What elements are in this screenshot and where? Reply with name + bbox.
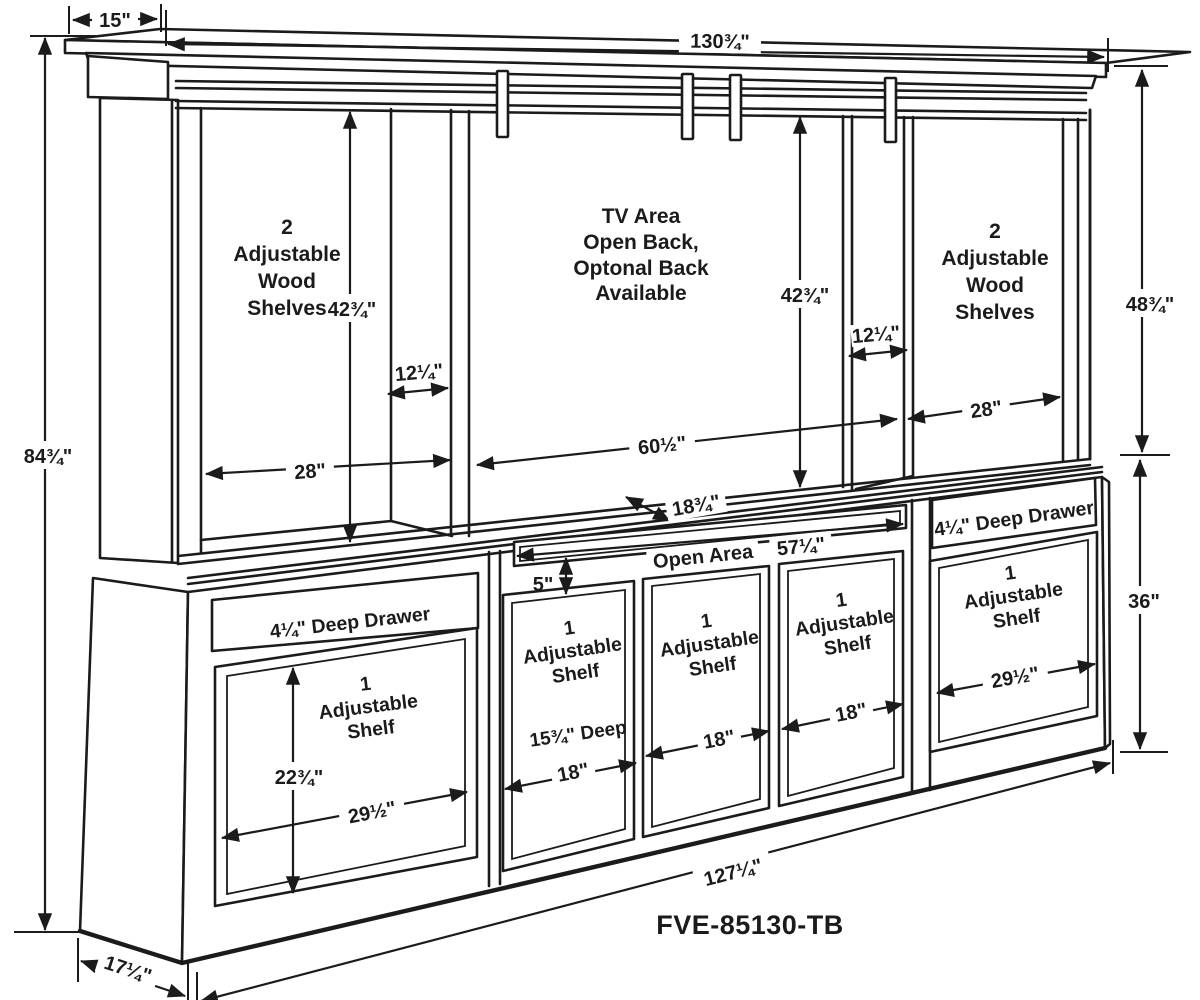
- dim-shelf-width-right-label: 28": [969, 397, 1003, 423]
- right-shelves-line-2: Adjustable: [941, 247, 1048, 270]
- tv-area-line-2: Open Back,: [583, 231, 699, 254]
- dim-shelf-width-right: 28": [960, 391, 1012, 425]
- dim-hutch-height: 48¾": [1117, 289, 1183, 317]
- bottom-ticks: [77, 740, 1114, 1000]
- dim-overall-height: 84¾": [14, 441, 82, 469]
- dim-shelf-height-left: 42¾": [320, 294, 384, 322]
- door1-line-1: 1: [562, 617, 576, 640]
- dim-shelf-depth-left-label: 12¼": [394, 360, 444, 386]
- dim-shelf-height-right-label: 42¾": [781, 285, 829, 307]
- left-shelves-line-1: 2: [281, 216, 293, 239]
- left-door: [213, 626, 479, 908]
- right-shelves-line-3: Wood: [966, 274, 1024, 297]
- dim-left-door-height-label: 22¾": [275, 767, 323, 789]
- right-drawer-front: [930, 476, 1098, 550]
- middle-door-2: [641, 564, 771, 839]
- height-ticks: [14, 35, 96, 933]
- left-shelves-line-2: Adjustable: [233, 243, 340, 266]
- peg: [495, 69, 510, 139]
- tv-area-line-3: Optonal Back: [573, 257, 709, 280]
- dim-top-depth: 15": [99, 10, 131, 32]
- left-shelves-line-4: Shelves: [247, 297, 326, 320]
- dim-shelf-height-left-label: 42¾": [328, 299, 376, 321]
- dim-door1-width: 18": [549, 757, 597, 787]
- dim-door2-width: 18": [695, 724, 743, 754]
- peg: [680, 72, 695, 141]
- top-ticks: [68, 4, 1109, 72]
- dim-open-area-height-label: 5": [533, 574, 554, 596]
- dim-open-area-width: 57¼": [768, 530, 834, 562]
- hutch-left-side-panel: [98, 96, 180, 565]
- base-right-edge: [1100, 475, 1112, 750]
- left-pilaster-cap: [86, 54, 170, 101]
- tv-area-line-4: Available: [595, 282, 686, 305]
- tv-area-text: TV Area Open Back, Optonal Back Availabl…: [573, 205, 709, 305]
- dim-counter-depth-label: 18¾": [670, 491, 722, 521]
- base-cabinet: [77, 465, 1112, 966]
- dim-base-height: 36": [1119, 586, 1169, 614]
- dim-base-height-label: 36": [1128, 591, 1160, 613]
- right-tower-floor-diag: [854, 474, 915, 491]
- model-number: FVE-85130-TB: [656, 910, 844, 940]
- right-shelves-line-1: 2: [989, 220, 1001, 243]
- tv-right-divider: [841, 114, 854, 491]
- door2-line-1: 1: [699, 610, 713, 633]
- tv-area-line-1: TV Area: [602, 205, 681, 228]
- dim-shelf-depth-right: 12¼": [850, 320, 902, 348]
- dimension-labels: 15" 130¾" 84¾" 48¾" 36" 17¼" 127¼" 42¾" …: [14, 10, 1183, 990]
- dim-overall-height-label: 84¾": [24, 446, 72, 468]
- peg: [883, 76, 898, 144]
- dim-shelf-height-right: 42¾": [773, 280, 837, 308]
- left-tower-wall: [449, 108, 471, 538]
- dim-hutch-height-label: 48¾": [1126, 294, 1174, 316]
- top-rail-lines: [174, 79, 1088, 122]
- dim-base-width-line: [199, 760, 1112, 1000]
- left-tower-floor: [199, 519, 454, 542]
- dim-open-area-width-label: 57¼": [776, 534, 826, 561]
- base-left-side-panel: [78, 576, 190, 965]
- dim-overall-width-line: [166, 37, 1106, 64]
- dim-counter-depth: 18¾": [664, 487, 728, 523]
- dim-overall-width: 130¾": [678, 26, 762, 54]
- dim-right-door-width: 29½": [980, 659, 1050, 695]
- left-shelves-text: 2 Adjustable Wood Shelves: [233, 216, 340, 320]
- right-shelves-text: 2 Adjustable Wood Shelves: [941, 220, 1048, 324]
- dim-base-width: 127¼": [692, 850, 774, 894]
- left-shelves-line-3: Wood: [258, 270, 316, 293]
- peg: [728, 73, 743, 142]
- right-shelves-line-4: Shelves: [955, 301, 1034, 324]
- dim-tv-width-label: 60½": [637, 433, 687, 460]
- dim-base-depth-label: 17¼": [101, 952, 154, 988]
- dim-top-depth-label: 15": [99, 10, 131, 32]
- dim-door3-width: 18": [827, 697, 875, 727]
- dim-shelf-width-left-label: 28": [294, 460, 327, 484]
- dim-open-area-height: 5": [533, 574, 554, 596]
- dim-left-door-height: 22¾": [267, 762, 331, 790]
- left-door-line-1: 1: [359, 673, 373, 696]
- rail-pegs: [495, 69, 898, 144]
- panel-texts: 2 Adjustable Wood Shelves TV Area Open B…: [233, 205, 1095, 752]
- dim-counter-depth-line: [625, 496, 671, 522]
- dim-shelf-depth-right-label: 12¼": [851, 322, 901, 348]
- dim-shelf-depth-right-line: [847, 344, 909, 362]
- door3-line-1: 1: [834, 589, 848, 612]
- dim-shelf-depth-left-line: [386, 382, 450, 400]
- dim-shelf-width-left: 28": [285, 455, 335, 485]
- right-ticks: [1114, 65, 1170, 753]
- dim-tv-width: 60½": [627, 427, 697, 461]
- right-door: [928, 530, 1099, 754]
- dim-overall-width-label: 130¾": [690, 31, 750, 54]
- right-tower-side-lines: [902, 115, 915, 479]
- dim-shelf-depth-left: 12¼": [393, 358, 445, 386]
- dim-open-area-line: [515, 518, 905, 562]
- right-door-line-1: 1: [1003, 562, 1017, 585]
